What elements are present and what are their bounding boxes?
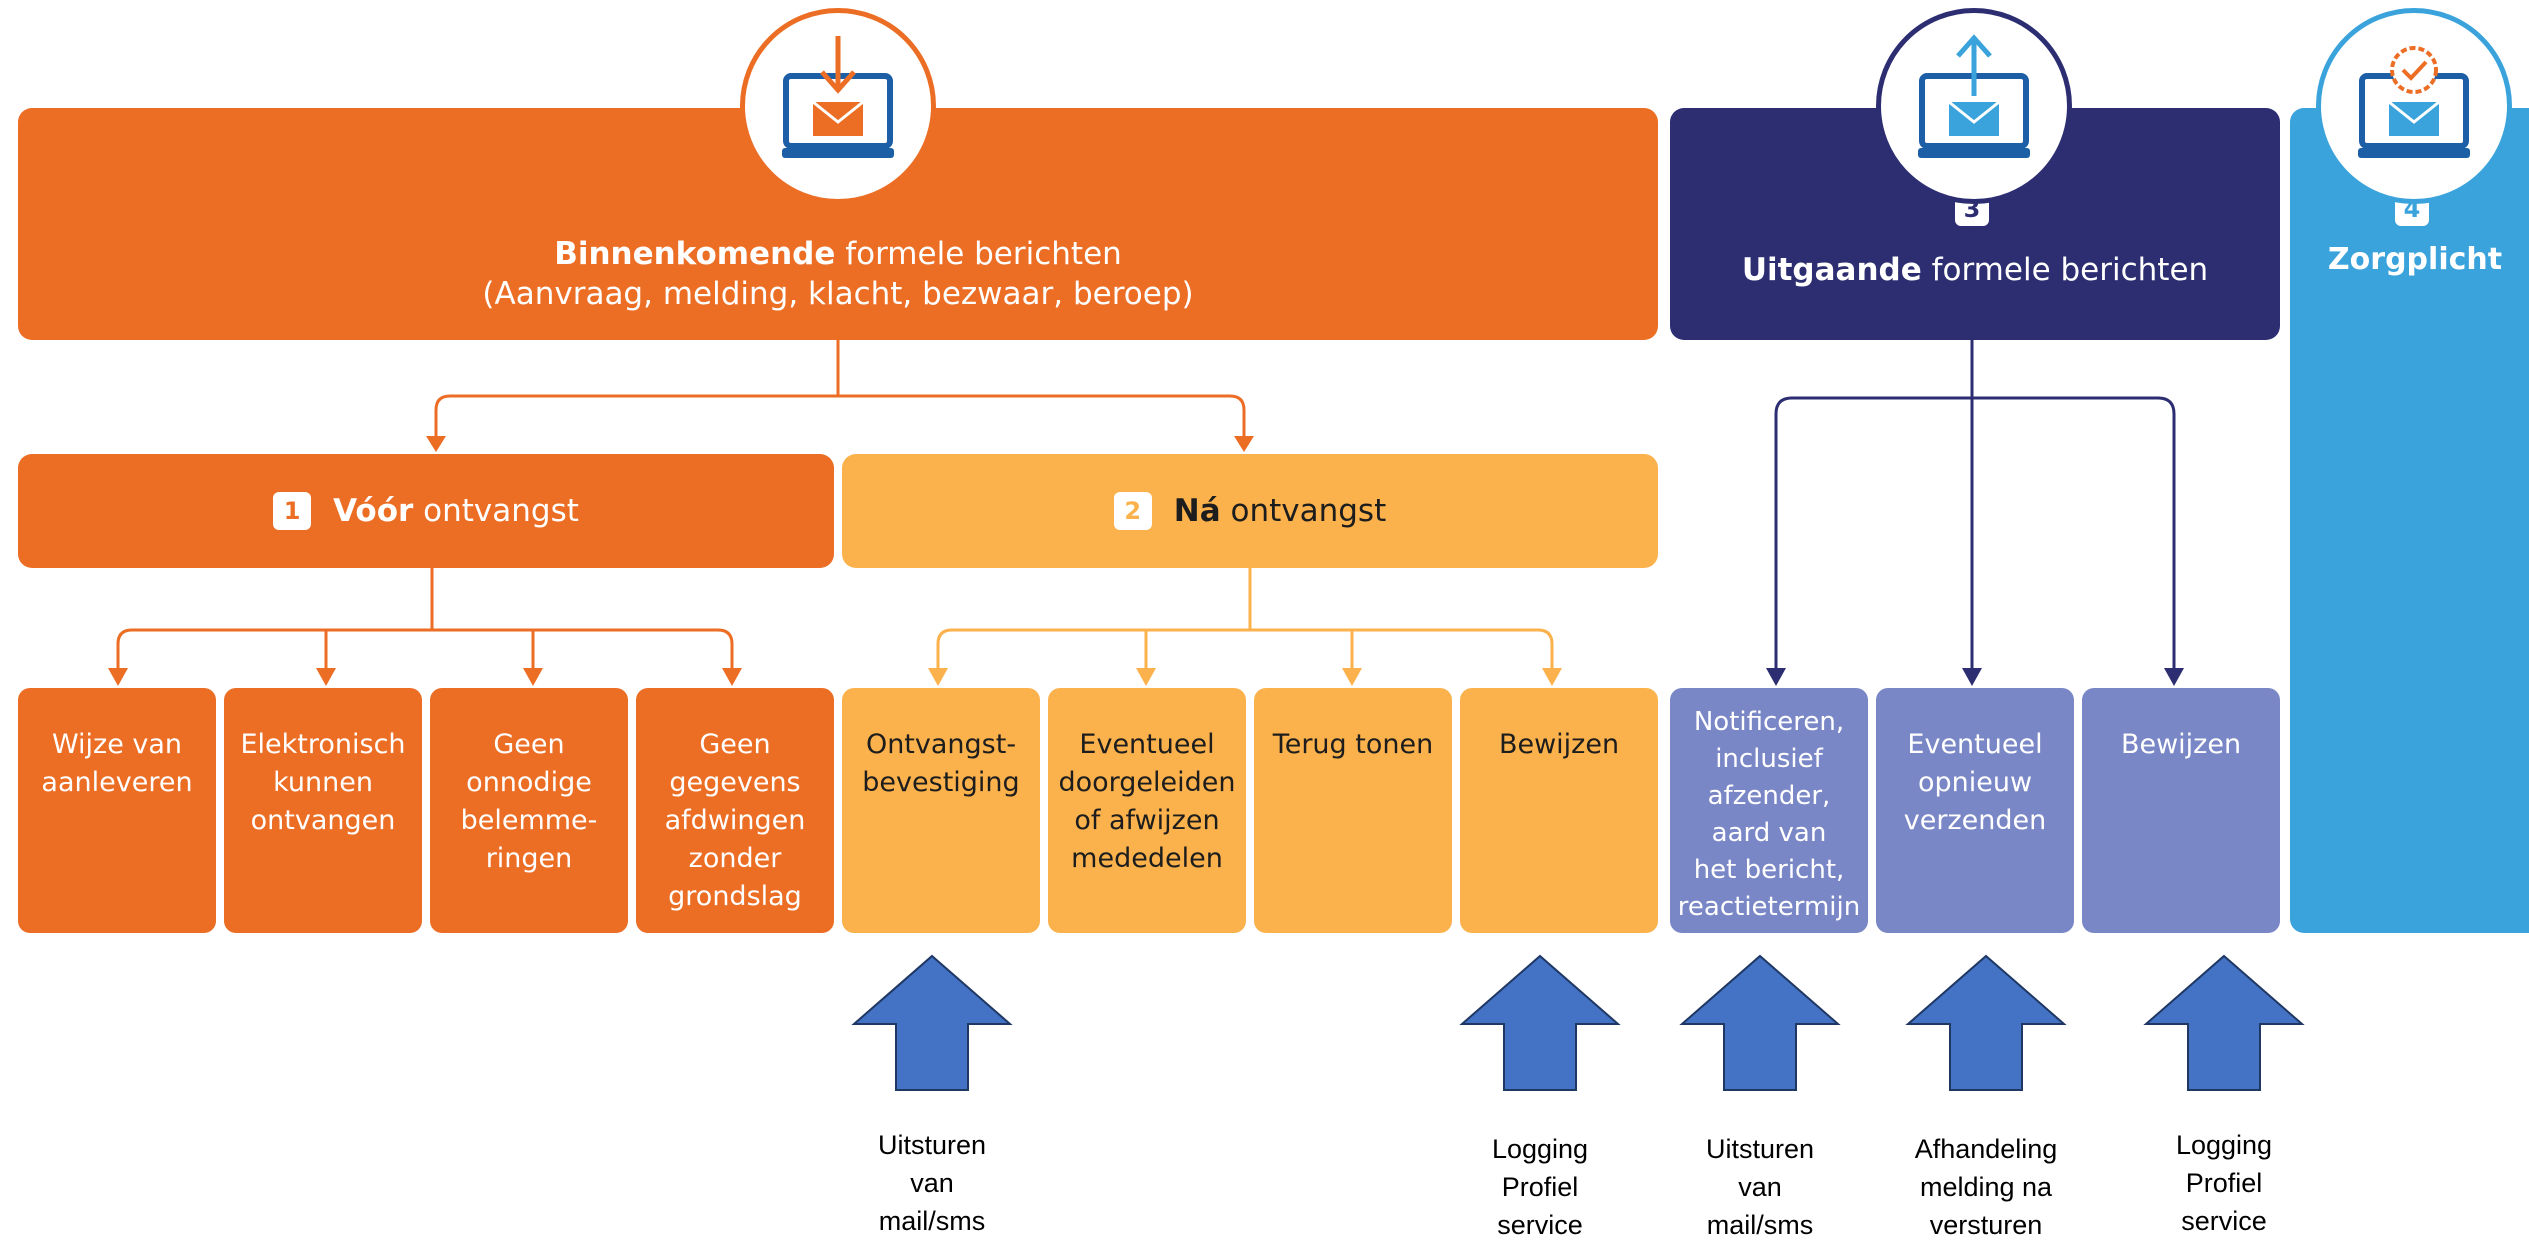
before-arrowheads xyxy=(108,668,742,686)
annotation-line: Uitsturen xyxy=(1705,1134,1815,1164)
box-receipt-confirmation: Ontvangst- bevestiging xyxy=(842,688,1040,933)
before-connector xyxy=(116,568,734,668)
box-line: het bericht, xyxy=(1693,855,1845,885)
after-number-badge: 2 xyxy=(1113,492,1152,530)
box-line: opnieuw xyxy=(1917,767,2033,798)
box-no-data-enforcement: Geen gegevens afdwingen zonder grondslag xyxy=(636,688,834,933)
annotation-line: mail/sms xyxy=(878,1206,986,1236)
box-line: onnodige xyxy=(466,767,592,798)
box-proof-outgoing: Bewijzen xyxy=(2082,688,2280,933)
box-line: Geen xyxy=(493,729,565,760)
after-arrowheads xyxy=(928,668,1562,686)
box-proof-incoming: Bewijzen xyxy=(1460,688,1658,933)
box-line: belemme- xyxy=(460,805,598,836)
duty-title: Zorgplicht xyxy=(2327,242,2503,277)
box-line: Geen xyxy=(699,729,771,760)
box-line: Wijze van xyxy=(51,729,183,760)
box-line: Elektronisch xyxy=(240,729,406,760)
box-forward-or-reject: Eventueel doorgeleiden of afwijzen meded… xyxy=(1048,688,1246,933)
laptop-incoming-mail-icon xyxy=(782,36,894,158)
annotation-line: melding na xyxy=(1919,1172,2053,1202)
up-arrow-icon xyxy=(1459,954,1621,1091)
box-show-back: Terug tonen xyxy=(1254,688,1452,933)
outgoing-title: Uitgaande formele berichten xyxy=(1670,250,2280,290)
incoming-arrowheads xyxy=(426,436,1254,452)
outgoing-connector xyxy=(1774,340,2176,668)
box-line: Bewijzen xyxy=(1498,729,1620,760)
annotation-line: service xyxy=(1497,1210,1583,1240)
box-line: aanleveren xyxy=(41,767,193,798)
annotation-send-mail-sms: Uitsturen van mail/sms xyxy=(842,1126,1022,1240)
box-line: ontvangen xyxy=(250,805,396,836)
box-line: mededelen xyxy=(1071,843,1223,874)
incoming-connector xyxy=(434,340,1246,438)
box-line: doorgeleiden xyxy=(1058,767,1236,798)
box-notify: Notificeren, inclusief afzender, aard va… xyxy=(1670,688,1868,933)
box-line: inclusief xyxy=(1715,744,1823,774)
box-line: afdwingen xyxy=(664,805,806,836)
box-electronic-receive: Elektronisch kunnen ontvangen xyxy=(224,688,422,933)
up-arrow-icon xyxy=(851,954,1013,1091)
box-line: Eventueel xyxy=(1907,729,2043,760)
annotation-handle-notification: Afhandeling melding na versturen xyxy=(1880,1130,2092,1244)
up-arrow-icon xyxy=(1905,954,2067,1091)
annotation-send-mail-sms-outgoing: Uitsturen van mail/sms xyxy=(1670,1130,1850,1244)
box-line: zonder xyxy=(688,843,782,874)
annotation-line: versturen xyxy=(1929,1210,2043,1240)
annotation-line: service xyxy=(2181,1206,2267,1236)
up-arrow-icon xyxy=(2143,954,2305,1091)
box-line: aard van xyxy=(1711,818,1827,848)
box-line: afzender, xyxy=(1707,781,1831,811)
box-line: grondslag xyxy=(668,881,802,912)
box-line: Bewijzen xyxy=(2120,729,2242,760)
box-no-obstructions: Geen onnodige belemme- ringen xyxy=(430,688,628,933)
annotation-line: Uitsturen xyxy=(877,1130,987,1160)
incoming-title-bold: Binnenkomende xyxy=(554,236,836,272)
annotation-line: mail/sms xyxy=(1706,1210,1814,1240)
box-delivery-method: Wijze van aanleveren xyxy=(18,688,216,933)
box-line: Terug tonen xyxy=(1272,729,1434,760)
box-line: Notificeren, xyxy=(1693,707,1845,737)
laptop-certified-mail-icon xyxy=(2358,46,2470,158)
before-bold: Vóór xyxy=(333,493,414,529)
box-line: gegevens xyxy=(669,767,801,798)
box-line: bevestiging xyxy=(862,767,1020,798)
incoming-subtitle: (Aanvraag, melding, klacht, bezwaar, ber… xyxy=(482,276,1194,312)
annotation-line: Logging xyxy=(2175,1130,2273,1160)
before-rest: ontvangst xyxy=(413,493,579,529)
outgoing-title-rest: formele berichten xyxy=(1921,252,2209,288)
box-line: ringen xyxy=(485,843,573,874)
annotation-line: Logging xyxy=(1491,1134,1589,1164)
after-connector xyxy=(936,568,1554,668)
annotation-line: Profiel xyxy=(2185,1168,2263,1198)
box-line: of afwijzen xyxy=(1074,805,1220,836)
box-line: kunnen xyxy=(273,767,373,798)
after-rest: ontvangst xyxy=(1220,493,1387,529)
before-number-badge: 1 xyxy=(273,492,312,530)
incoming-title: Binnenkomende formele berichten xyxy=(18,234,1658,274)
outgoing-arrowheads xyxy=(1766,668,2184,686)
annotation-logging-profile: Logging Profiel service xyxy=(1450,1130,1630,1244)
after-receipt-bar: 2 Ná ontvangst xyxy=(842,454,1658,568)
before-receipt-bar: 1 Vóór ontvangst xyxy=(18,454,834,568)
box-line: Ontvangst- xyxy=(865,729,1017,760)
outgoing-title-bold: Uitgaande xyxy=(1741,252,1922,288)
box-line: reactietermijn xyxy=(1677,892,1861,922)
annotation-line: Profiel xyxy=(1501,1172,1579,1202)
after-bold: Ná xyxy=(1173,493,1221,529)
box-line: verzenden xyxy=(1903,805,2047,836)
annotation-line: van xyxy=(1738,1172,1782,1202)
duty-of-care-panel xyxy=(2290,108,2529,933)
box-line: Eventueel xyxy=(1079,729,1215,760)
incoming-title-rest: formele berichten xyxy=(835,236,1122,272)
laptop-outgoing-mail-icon xyxy=(1918,34,2030,158)
up-arrow-icon xyxy=(1679,954,1841,1091)
annotation-line: Afhandeling xyxy=(1914,1134,2058,1164)
box-resend: Eventueel opnieuw verzenden xyxy=(1876,688,2074,933)
annotation-logging-profile-outgoing: Logging Profiel service xyxy=(2134,1126,2314,1240)
annotation-line: van xyxy=(910,1168,954,1198)
